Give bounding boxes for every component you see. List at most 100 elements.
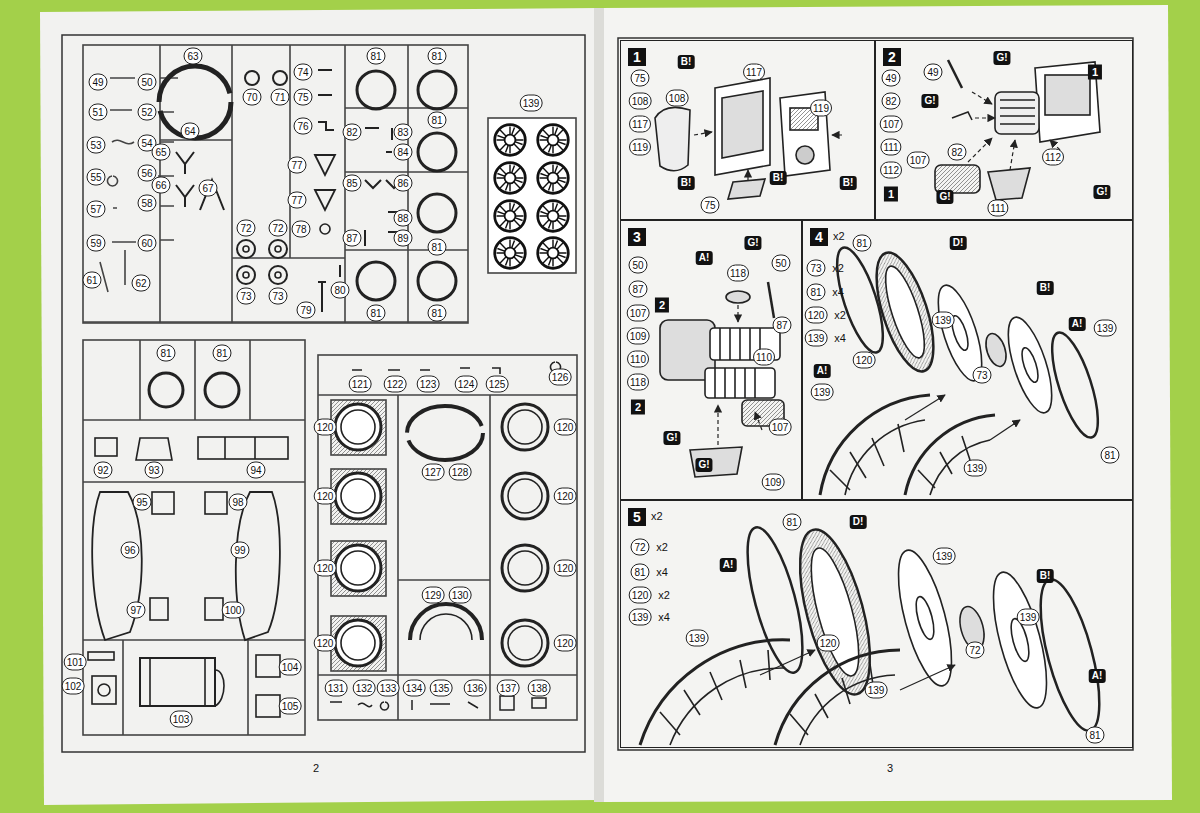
callout-number: 83 — [394, 124, 413, 141]
callout-number: 81 — [213, 345, 232, 362]
callout-number: 110 — [753, 349, 775, 366]
callout-number: 111 — [880, 139, 901, 156]
callout-number: 125 — [486, 376, 509, 393]
note-text: x2 — [658, 589, 670, 601]
note-text: x2 — [832, 262, 844, 274]
callout-number: 98 — [229, 494, 248, 511]
callout-number: 130 — [449, 587, 472, 604]
callout-number: 67 — [199, 180, 218, 197]
callout-number: 120 — [314, 560, 337, 577]
callout-number: 93 — [145, 462, 164, 479]
paint-badge: B! — [840, 176, 857, 190]
callout-number: 88 — [394, 210, 413, 227]
callout-number: 55 — [87, 169, 106, 186]
callout-number: 108 — [629, 93, 652, 110]
callout-number: 64 — [181, 123, 200, 140]
callout-number: 80 — [331, 282, 350, 299]
callout-number: 50 — [629, 257, 648, 274]
callout-number: 96 — [121, 542, 140, 559]
callout-number: 72 — [237, 220, 256, 237]
callout-number: 120 — [805, 307, 828, 324]
callout-number: 49 — [882, 70, 901, 87]
quantity-text: x2 — [651, 510, 663, 522]
callout-number: 121 — [349, 376, 372, 393]
callout-number: 120 — [554, 488, 577, 505]
callout-number: 51 — [89, 104, 108, 121]
paint-badge: B! — [1037, 569, 1054, 583]
callout-number: 74 — [294, 64, 313, 81]
callout-number: 120 — [554, 419, 577, 436]
note-text: x2 — [834, 309, 846, 321]
callout-number: 75 — [631, 70, 650, 87]
callout-number: 81 — [428, 305, 447, 322]
quantity-text: x2 — [833, 230, 845, 242]
callout-number: 110 — [627, 351, 649, 368]
callout-number: 139 — [932, 312, 955, 329]
callout-number: 108 — [666, 90, 689, 107]
paint-badge: G! — [663, 431, 680, 445]
callout-number: 129 — [422, 587, 445, 604]
callout-number: 62 — [132, 275, 151, 292]
callout-number: 122 — [384, 376, 407, 393]
callout-number: 107 — [627, 305, 650, 322]
callout-number: 128 — [449, 464, 472, 481]
callout-number: 77 — [288, 192, 307, 209]
callout-number: 50 — [772, 255, 791, 272]
callout-number: 134 — [403, 680, 426, 697]
callout-number: 139 — [811, 384, 834, 401]
callout-number: 139 — [933, 548, 956, 565]
callout-number: 132 — [353, 680, 376, 697]
callout-number: 82 — [882, 93, 901, 110]
callout-number: 81 — [1086, 727, 1105, 744]
note-text: x2 — [656, 541, 668, 553]
callout-number: 73 — [807, 260, 826, 277]
callout-number: 50 — [138, 74, 157, 91]
callout-number: 138 — [528, 680, 551, 697]
callout-number: 81 — [428, 112, 447, 129]
callout-number: 49 — [89, 74, 108, 91]
callout-number: 120 — [554, 635, 577, 652]
callout-number: 126 — [549, 369, 572, 386]
callout-number: 77 — [288, 157, 307, 174]
note-text: x4 — [658, 611, 670, 623]
callout-number: 120 — [853, 352, 876, 369]
callout-number: 102 — [62, 678, 85, 695]
callout-number: 61 — [83, 272, 102, 289]
callout-number: 139 — [865, 682, 888, 699]
step-reference: 1 — [1088, 65, 1102, 80]
callout-number: 87 — [773, 317, 792, 334]
note-text: x4 — [834, 332, 846, 344]
callout-number: 65 — [152, 144, 171, 161]
callout-number: 100 — [222, 602, 245, 619]
callout-number: 117 — [629, 116, 651, 133]
paint-badge: A! — [1069, 317, 1086, 331]
paint-badge: G! — [921, 94, 938, 108]
callout-number: 81 — [428, 239, 447, 256]
step-panel: 4x2 — [802, 220, 1133, 500]
callout-number: 139 — [520, 95, 543, 112]
callout-number: 60 — [138, 235, 157, 252]
paint-badge: A! — [814, 364, 831, 378]
paint-badge: B! — [1037, 281, 1054, 295]
callout-number: 139 — [805, 330, 828, 347]
callout-number: 75 — [701, 197, 720, 214]
step-reference: 2 — [631, 400, 645, 415]
callout-number: 87 — [343, 230, 362, 247]
callout-number: 81 — [631, 564, 650, 581]
note-text: x4 — [832, 286, 844, 298]
step-number: 2 — [883, 48, 901, 66]
callout-number: 72 — [966, 642, 985, 659]
callout-number: 107 — [769, 419, 792, 436]
callout-number: 107 — [880, 116, 903, 133]
callout-number: 79 — [297, 302, 316, 319]
callout-number: 123 — [417, 376, 440, 393]
callout-number: 76 — [294, 118, 313, 135]
callout-number: 120 — [817, 635, 840, 652]
callout-number: 58 — [138, 195, 157, 212]
callout-number: 117 — [743, 64, 765, 81]
callout-number: 81 — [853, 235, 872, 252]
callout-number: 52 — [138, 104, 157, 121]
callout-number: 85 — [343, 175, 362, 192]
callout-number: 139 — [1017, 609, 1040, 626]
callout-number: 107 — [907, 152, 930, 169]
